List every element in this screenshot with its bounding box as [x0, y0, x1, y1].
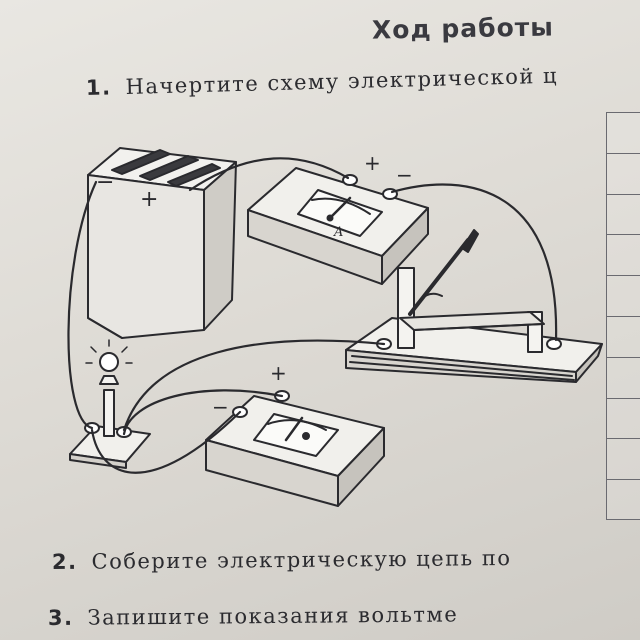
- step-2-number: 2.: [51, 549, 78, 574]
- rheostat: [345, 229, 603, 383]
- lamp: [69, 339, 151, 469]
- table-row: [606, 397, 640, 439]
- step-3-text: Запишите показания вольтме: [87, 602, 459, 630]
- step-3-number: 3.: [47, 605, 74, 630]
- ammeter: A + −: [247, 151, 429, 285]
- table-row: [606, 275, 640, 316]
- table-row: [606, 112, 640, 153]
- table-row: [606, 479, 640, 520]
- table-row: [606, 234, 640, 276]
- battery: − +: [87, 147, 237, 339]
- ammeter-unit-label: A: [333, 225, 343, 240]
- step-2-text: Соберите электрическую цепь по: [91, 545, 512, 574]
- table-row: [606, 356, 640, 398]
- table-row: [606, 315, 640, 357]
- ammeter-plus-label: +: [364, 151, 381, 175]
- step-2: 2. Соберите электрическую цепь по: [52, 546, 512, 574]
- table-row: [606, 193, 640, 235]
- voltmeter-minus-label: −: [212, 395, 229, 419]
- battery-plus-label: +: [140, 187, 158, 212]
- battery-minus-label: −: [96, 170, 114, 195]
- ammeter-minus-label: −: [396, 163, 413, 187]
- wires: [67, 157, 558, 474]
- step-3: 3. Запишите показания вольтме: [48, 602, 458, 630]
- voltmeter-plus-label: +: [270, 361, 287, 385]
- table-row: [606, 152, 640, 194]
- voltmeter: + −: [205, 361, 385, 507]
- data-table: [606, 112, 640, 520]
- table-row: [606, 438, 640, 480]
